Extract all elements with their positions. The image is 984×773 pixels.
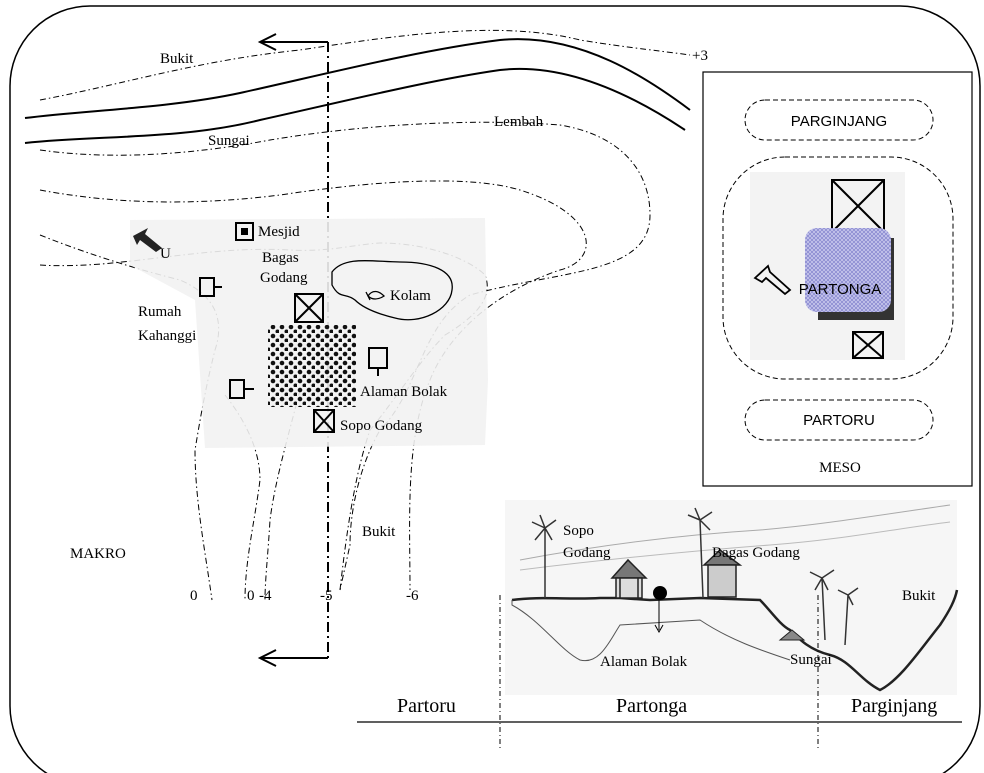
contour-label-m6: -6 [406,588,419,604]
meso-alaman-hatch [805,228,891,312]
fish-icon [365,290,386,301]
contour-plus3 [39,29,691,101]
zone-partonga-label: Partonga [616,695,687,717]
parginjang-label: PARGINJANG [791,113,887,130]
arrowhead-bottom [257,649,277,667]
partoru-zone [744,399,934,441]
alaman-bolak-label: Alaman Bolak [360,384,448,400]
palm-tree-icon [531,507,859,646]
sopo-godang-icon [313,409,335,433]
kahanggi-label: Kahanggi [138,328,196,344]
zone-parginjang-label: Parginjang [851,695,937,717]
section-sopo-label-2: Godang [563,545,611,561]
sungai-label: Sungai [208,133,250,149]
section-sopo-label-1: Sopo [563,523,594,539]
alaman-bolak-area [268,325,356,407]
lembah-label: Lembah [494,114,544,130]
north-label: U [160,246,171,262]
meso-title: MESO [819,460,861,476]
meso-building-bottom [852,331,884,359]
village-map: U Mesjid Bagas Godang Kolam Rumah Kahang… [130,218,488,448]
river-bank-bottom [24,67,686,144]
bagas-godang-icon [294,293,324,323]
plus3-label: +3 [692,48,708,64]
mesjid-icon [235,222,254,241]
alaman-bolak-marker [653,586,667,600]
contour-label-m4: -4 [259,588,272,604]
bagas-godang-label-1: Bagas [262,250,299,266]
arrowhead-top [257,33,277,51]
kolam-label: Kolam [390,288,431,304]
contour-inner-d [264,389,301,601]
meso-panel: PARGINJANG PARTONGA PARTORU MESO [702,71,973,487]
section-bukit-label: Bukit [902,588,936,604]
partoru-label: PARTORU [803,412,875,429]
bukit-top-label: Bukit [160,51,194,67]
sopo-godang-label: Sopo Godang [340,418,423,434]
bagas-godang-label-2: Godang [260,270,308,286]
partonga-zone [722,156,954,380]
house-icon-right [368,347,388,376]
rumah-label: Rumah [138,304,182,320]
sungai-marker-icon [778,629,806,641]
outer-frame [9,5,981,773]
contour-label-0b: 0 [247,588,255,604]
cross-section: Sopo Godang Bagas Godang Bukit Alaman Bo… [357,500,962,750]
sopo-godang-house-icon [610,558,648,599]
makro-title: MAKRO [70,546,126,562]
mesjid-label: Mesjid [258,224,300,240]
contour-label-m5: -5 [320,588,333,604]
house-icon-left [229,379,254,399]
makro-map: U Mesjid Bagas Godang Kolam Rumah Kahang… [24,29,708,667]
contour-lembah [39,121,651,591]
north-arrow-icon [133,228,162,252]
terrain-profile [511,589,959,692]
section-sungai-label: Sungai [790,652,832,668]
kolam-outline [331,259,453,321]
section-alaman-label: Alaman Bolak [600,654,688,670]
parginjang-zone [744,99,934,141]
rumah-kahanggi-icon [199,277,222,297]
contour-label-0a: 0 [190,588,198,604]
meso-north-arrow-icon [753,264,792,296]
river-bank-top [24,38,691,119]
bukit-mid-label: Bukit [362,524,396,540]
zone-partoru-label: Partoru [397,695,456,717]
section-bagas-label: Bagas Godang [712,545,800,561]
bagas-godang-house-icon [702,549,743,598]
partonga-label: PARTONGA [799,281,882,298]
